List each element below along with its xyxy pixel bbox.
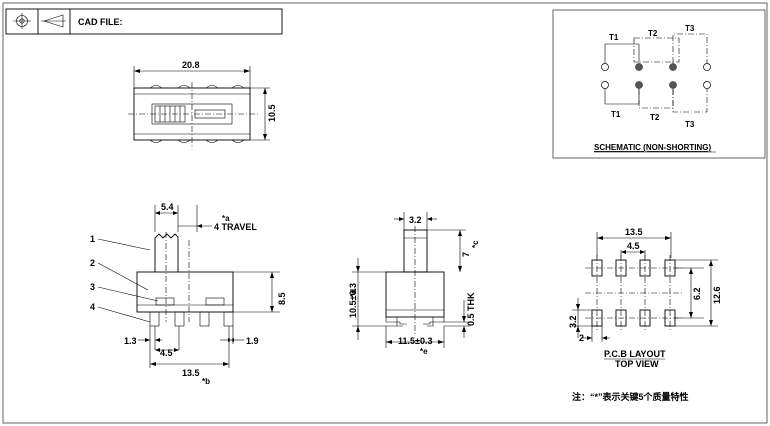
schematic-pin <box>635 81 643 89</box>
terminal-thickness-dim: 0.5 THK <box>466 292 476 326</box>
pin-pitch-dim: 4.5 <box>160 348 173 358</box>
top-view: 20.8 10.5 <box>128 60 277 146</box>
pcb-caption-layout: P.C.B LAYOUT <box>604 349 666 359</box>
pcb-width-dim: 13.5 <box>625 227 643 237</box>
span-mark: *b <box>202 377 210 386</box>
cad-file-label: CAD FILE: <box>78 17 123 27</box>
end-view: 3.2 7 *c 0.5 THK 10.5±0.3 *d <box>348 212 480 356</box>
schematic-t3-top: T3 <box>685 24 695 33</box>
left-offset-dim: 1.3 <box>124 336 137 346</box>
knob-height-dim: 7 <box>461 252 471 257</box>
pcb-caption-view: TOP VIEW <box>615 359 659 369</box>
schematic-t3-bottom: T3 <box>685 120 695 129</box>
pcb-outer-dim: 12.6 <box>712 286 722 304</box>
knob-height-mark: *c <box>471 240 480 248</box>
base-width-dim: 11.5±0.3 <box>398 336 432 346</box>
schematic-pin <box>703 81 711 89</box>
pcb-pitch-dim: 4.5 <box>627 241 640 251</box>
travel-dim: 4 TRAVEL <box>214 222 257 232</box>
side-view-terminals <box>149 311 234 327</box>
schematic-t1-top: T1 <box>609 33 619 42</box>
pcb-pad-height-dim: 3.2 <box>568 315 578 328</box>
schematic-t2-top: T2 <box>648 29 658 38</box>
schematic-caption: SCHEMATIC (NON-SHORTING) <box>594 143 712 152</box>
callout-1: 1 <box>90 234 95 244</box>
schematic-pin <box>635 63 643 71</box>
schematic-pin <box>669 81 677 89</box>
schematic-pin <box>669 63 677 71</box>
schematic-panel: T1 T2 T3 T1 T2 T3 SCHEMATIC (NON-SHORTIN… <box>552 9 766 159</box>
callout-4: 4 <box>90 302 95 312</box>
quality-note: 注：“*”表示关键5个质量特性 <box>572 391 689 402</box>
side-view: 5.4 *a 4 TRAVEL 8.5 1 2 <box>90 202 287 386</box>
pcb-pad-width-dim: 2 <box>579 333 584 343</box>
schematic-t2-bottom: T2 <box>650 113 660 122</box>
pcb-layout: 13.5 4.5 6.2 12.6 <box>568 227 722 369</box>
body-height-dim: 10.5±0.3 <box>348 283 358 318</box>
callout-3: 3 <box>90 282 95 292</box>
pin-span-dim: 13.5 <box>182 368 200 378</box>
pcb-row-spacing-dim: 6.2 <box>692 287 702 300</box>
body-height-mark: *d <box>349 289 358 297</box>
schematic-pin <box>601 81 609 89</box>
top-view-width-dim: 20.8 <box>182 60 200 70</box>
projection-symbol-icon <box>13 13 66 29</box>
right-offset-dim: 1.9 <box>246 336 259 346</box>
top-view-height-dim: 10.5 <box>267 104 277 122</box>
schematic-t1-bottom: T1 <box>611 110 621 119</box>
schematic-pin <box>601 63 609 71</box>
top-view-terminals <box>149 85 245 143</box>
callout-2: 2 <box>90 258 95 268</box>
side-view-height-dim: 8.5 <box>277 292 287 305</box>
part-callouts: 1 2 3 4 <box>90 234 159 323</box>
schematic-pin <box>703 63 711 71</box>
title-block: CAD FILE: <box>5 8 283 35</box>
actuator-width-dim: 5.4 <box>161 202 174 212</box>
base-width-mark: *e <box>420 347 428 356</box>
knob-width-dim: 3.2 <box>409 215 422 225</box>
travel-mark: *a <box>222 214 230 223</box>
